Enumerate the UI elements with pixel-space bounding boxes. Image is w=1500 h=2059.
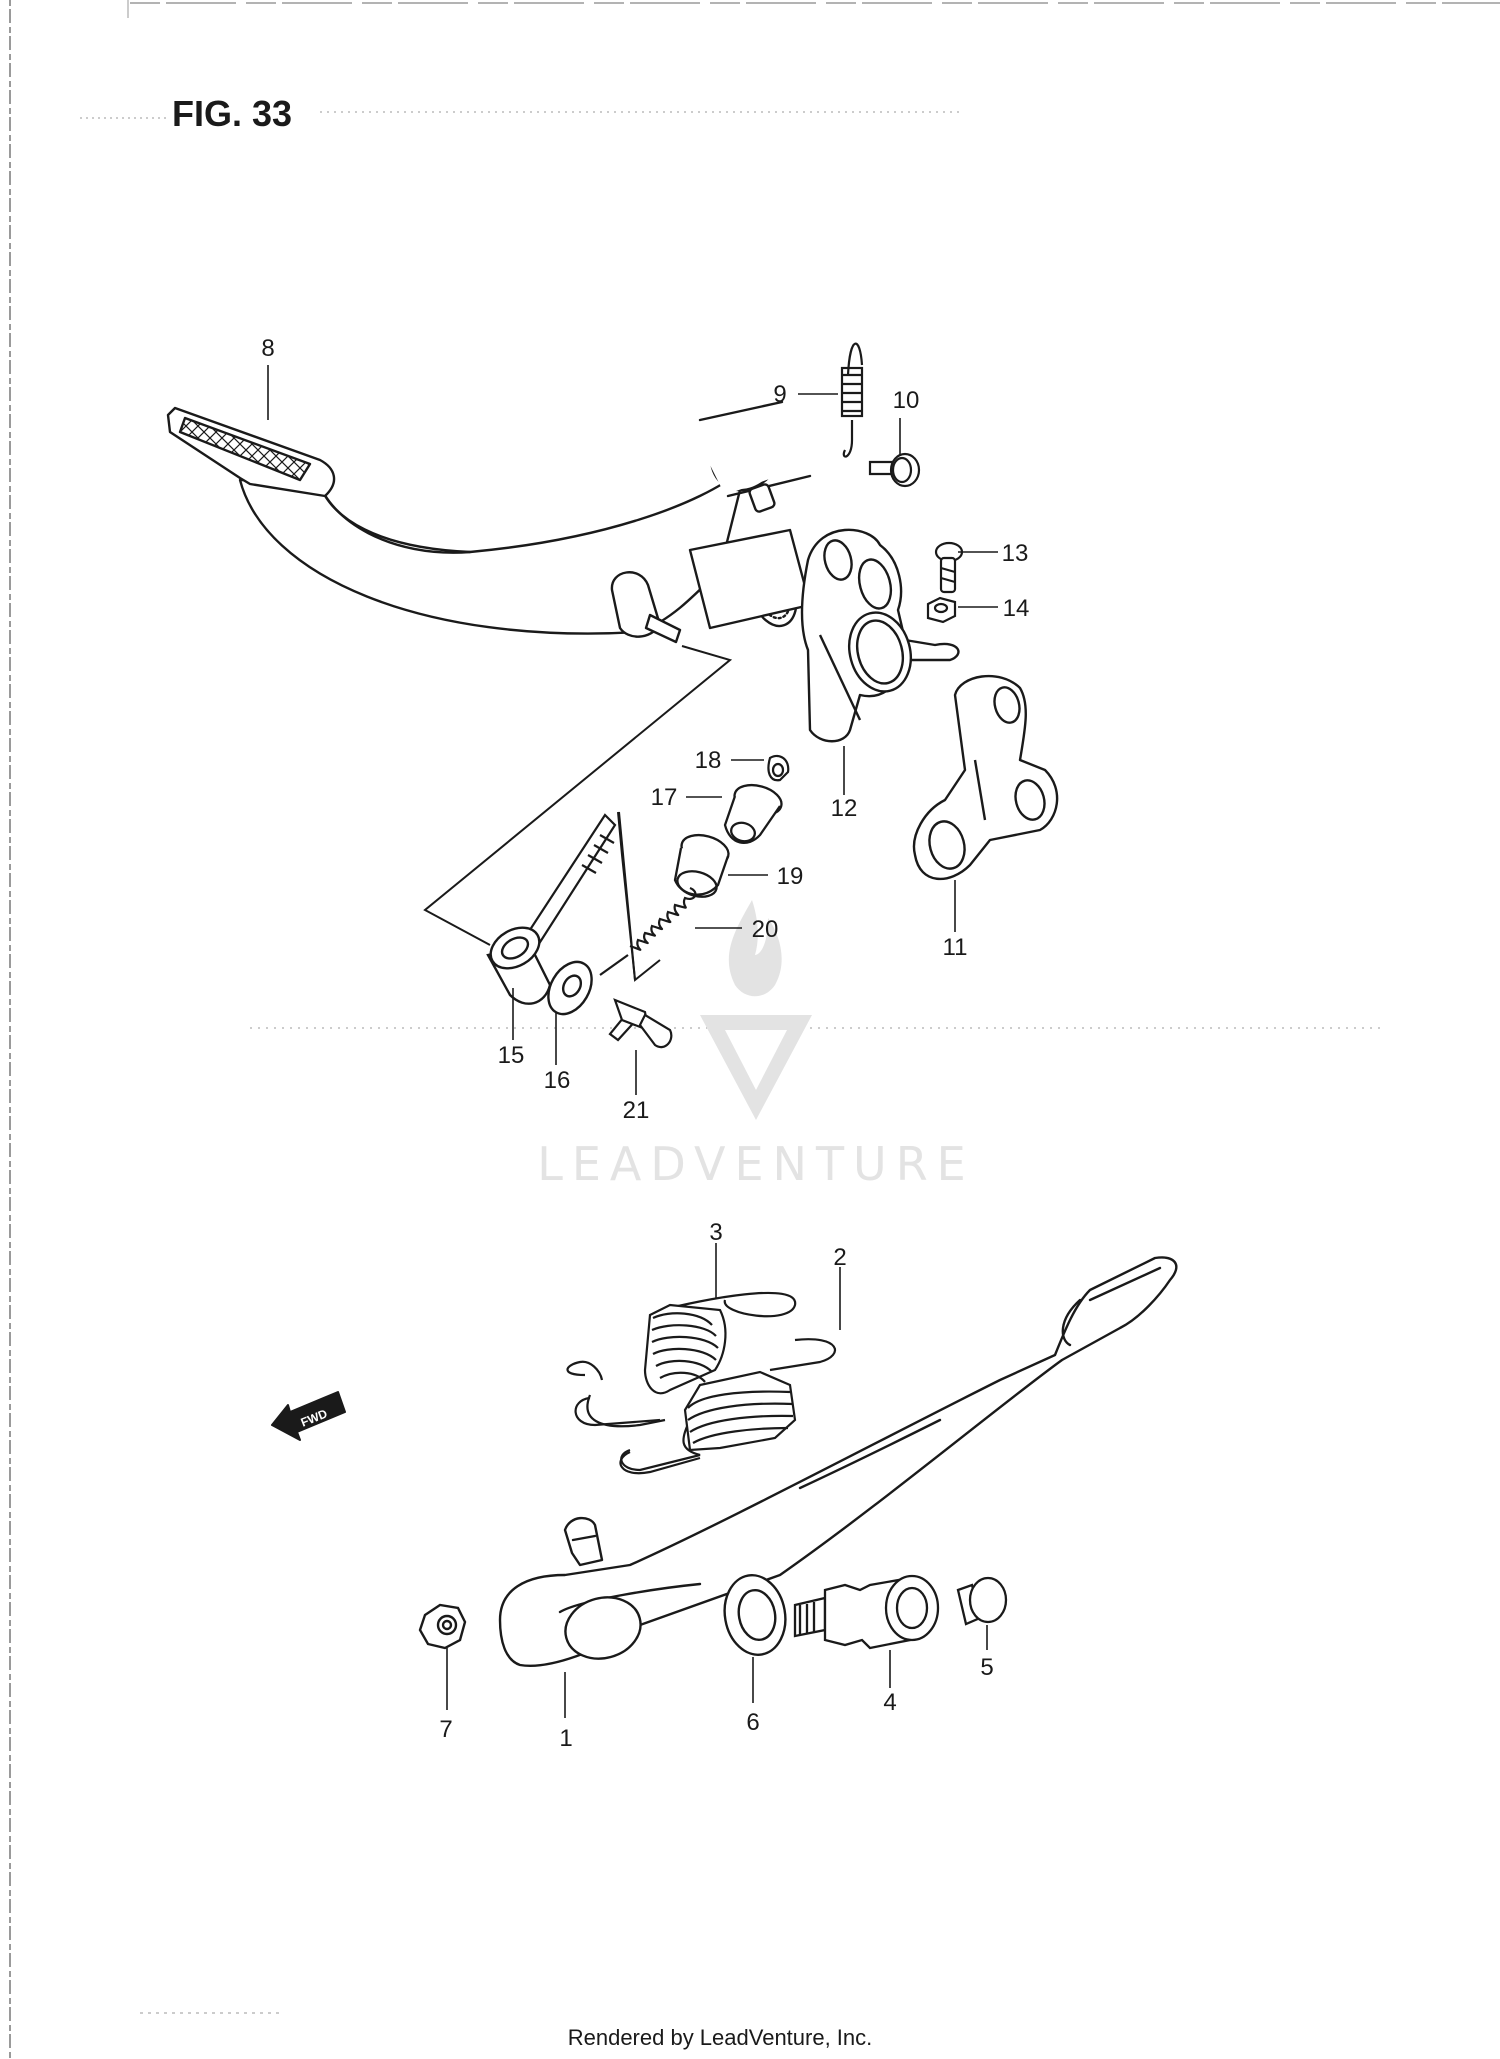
page-border [9,0,1500,2059]
bracket-12 [800,528,960,743]
bolt-21 [608,998,673,1049]
screw-13 [934,541,964,594]
spacer-19 [673,833,730,898]
v-logo-icon [700,1015,812,1120]
bracket-11 [912,674,1059,880]
part-callout-16: 16 [544,1067,571,1094]
part-callout-1: 1 [559,1725,572,1752]
stand-washer-6 [723,1574,787,1656]
part-callout-13: 13 [1002,540,1029,567]
part-callout-18: 18 [695,747,722,774]
footer-credit: Rendered by LeadVenture, Inc. [568,2025,873,2050]
part-callout-21: 21 [623,1097,650,1124]
stand-nut-7 [418,1603,467,1650]
part-callout-9: 9 [773,381,786,408]
part-callout-4: 4 [883,1689,896,1716]
part-callout-11: 11 [943,934,968,961]
part-callout-19: 19 [777,863,804,890]
part-callout-3: 3 [709,1219,722,1246]
figure-title: FIG. 33 [172,93,292,134]
part-callout-2: 2 [833,1244,846,1271]
part-callout-20: 20 [752,916,779,943]
link-rod-guide [423,645,733,982]
part-callout-8: 8 [261,335,274,362]
side-stand-assembly [498,1256,1178,1667]
nut-14 [926,596,957,624]
part-callout-6: 6 [746,1709,759,1736]
washer-16 [547,960,593,1016]
part-callout-15: 15 [498,1042,525,1069]
spring-20 [599,886,697,976]
pin-17 [723,783,783,844]
part-callout-12: 12 [831,795,858,822]
stand-spring-2 [619,1338,837,1475]
bushing-15 [486,926,552,1005]
bolt-10 [868,452,921,488]
forward-arrow-icon: FWD [271,1391,346,1441]
part-callout-14: 14 [1003,595,1030,622]
stand-cap-5 [956,1576,1008,1626]
watermark-text: LEADVENTURE [537,1137,975,1191]
watermark: LEADVENTURE [537,900,975,1191]
part-callout-10: 10 [893,387,920,414]
link-bolt [520,813,617,952]
stand-pivot-bolt-4 [793,1574,940,1650]
brake-pedal-assembly [166,400,812,644]
cap-18 [767,754,790,782]
part-callout-7: 7 [439,1716,452,1743]
leader-lines [267,365,998,1718]
flame-icon [728,900,782,997]
return-spring-9 [840,342,864,458]
part-callout-17: 17 [651,784,678,811]
part-callout-5: 5 [980,1654,993,1681]
stand-spring-3 [566,1291,797,1428]
